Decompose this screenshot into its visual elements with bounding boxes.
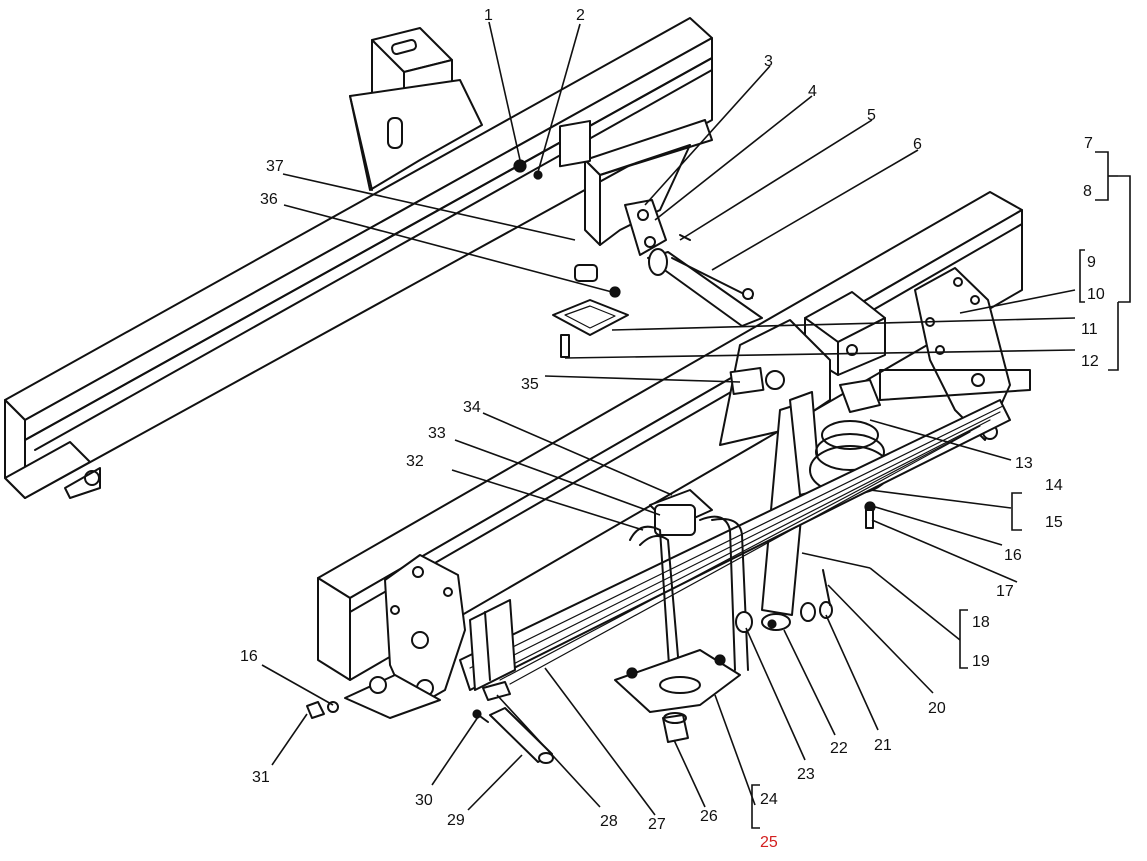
label-4: 4 [808,83,817,100]
label-19: 19 [972,653,990,670]
label-22: 22 [830,740,848,757]
label-8: 8 [1083,183,1092,200]
label-24: 24 [760,791,778,808]
label-13: 13 [1015,455,1033,472]
label-16-left: 16 [240,648,258,665]
left-frame-rail [4,17,713,499]
label-37: 37 [266,158,284,175]
shock-washers [735,569,833,633]
label-35: 35 [521,376,539,393]
grease-fitting [472,709,489,723]
label-20: 20 [928,700,946,717]
label-17: 17 [996,583,1014,600]
label-11: 11 [1081,321,1098,338]
label-12: 12 [1081,353,1099,370]
pin-bolt [482,681,511,701]
label-10: 10 [1087,286,1105,303]
label-34: 34 [463,399,481,416]
label-30: 30 [415,792,433,809]
label-25: 25 [760,834,778,851]
label-28: 28 [600,813,618,830]
left-upper-bracket [349,27,483,191]
label-29: 29 [447,812,465,829]
label-16-right: 16 [1004,547,1022,564]
leader-lines [261,21,1131,829]
shackle-pin [647,234,763,327]
label-33: 33 [428,425,446,442]
label-31: 31 [252,769,270,786]
label-26: 26 [700,808,718,825]
label-2: 2 [576,7,585,24]
nut-washer-left [306,701,339,719]
label-5: 5 [867,107,876,124]
callout-labels: 1 2 3 4 5 6 7 8 9 10 11 12 13 14 15 16 1… [240,7,1105,851]
label-9: 9 [1087,254,1096,271]
label-32: 32 [406,453,424,470]
label-6: 6 [913,136,922,153]
label-21: 21 [874,737,892,754]
shackle-plate [552,299,629,358]
label-36: 36 [260,191,278,208]
u-bolt-assembly [614,489,749,743]
rear-spring-hanger [879,267,1031,441]
label-27: 27 [648,816,666,833]
label-23: 23 [797,766,815,783]
label-1: 1 [484,7,493,24]
label-18: 18 [972,614,990,631]
leaf-spring-pack [459,399,1011,691]
label-15: 15 [1045,514,1063,531]
label-7: 7 [1084,135,1093,152]
label-14: 14 [1045,477,1063,494]
front-spring-hanger [344,554,466,719]
front-hanger-bracket [513,119,713,298]
label-3: 3 [764,53,773,70]
